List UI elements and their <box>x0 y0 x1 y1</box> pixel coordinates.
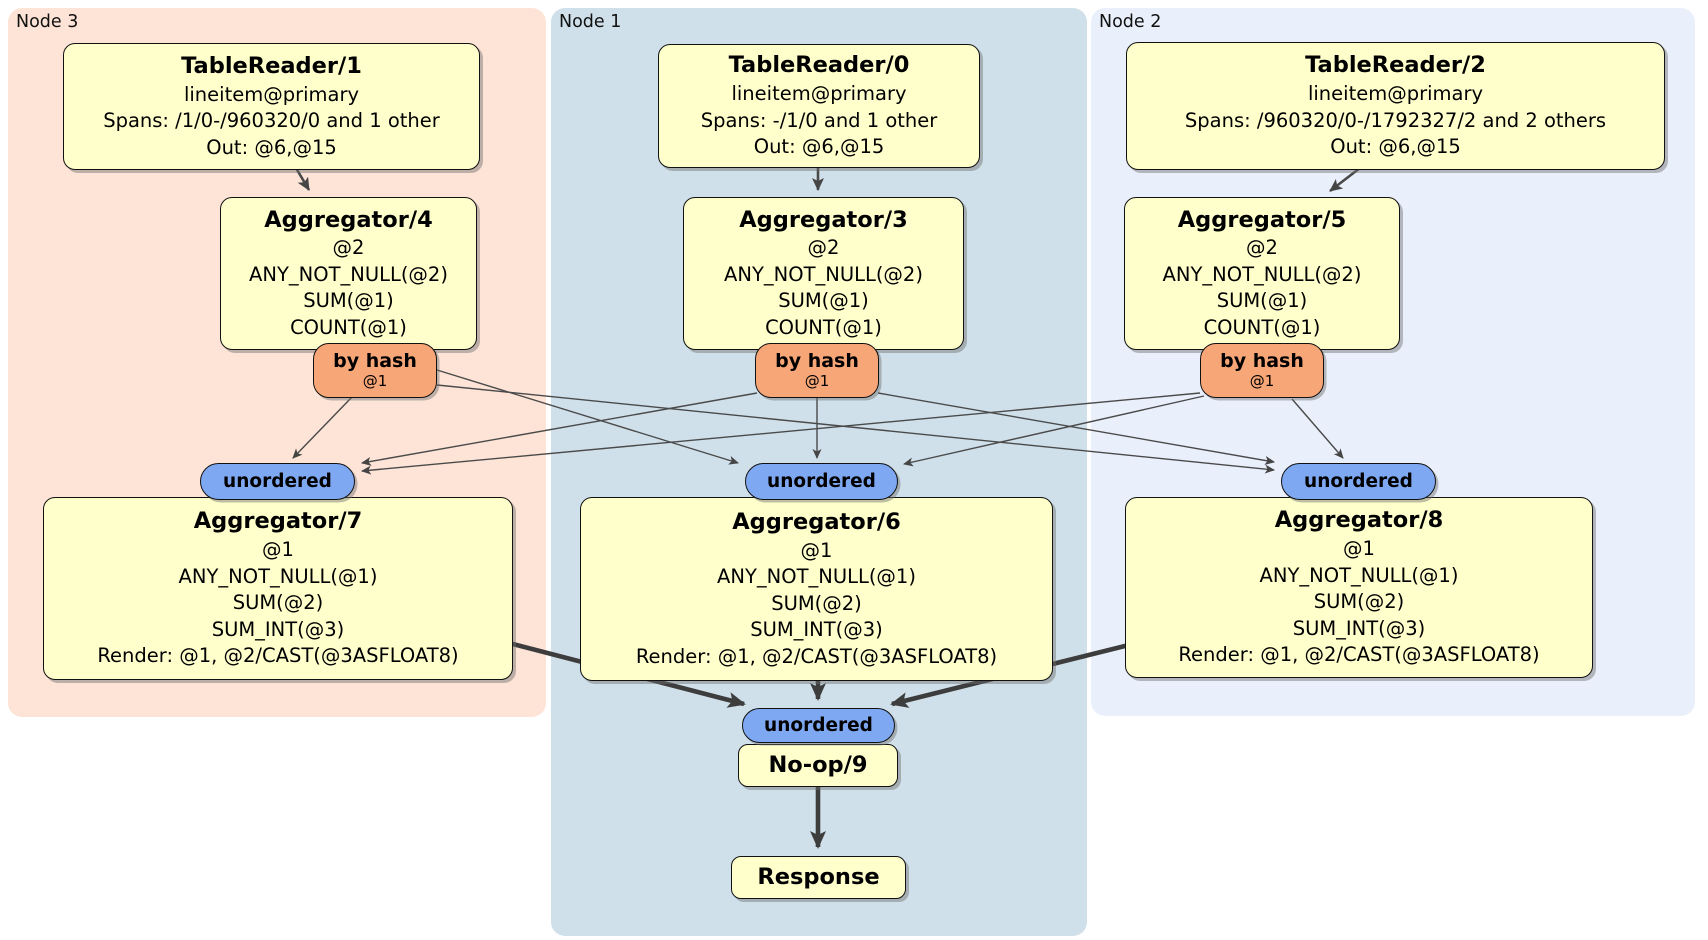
tablereader-0-box: TableReader/0 lineitem@primary Spans: -/… <box>658 44 980 168</box>
tablereader-1-box: TableReader/1 lineitem@primary Spans: /1… <box>63 43 480 170</box>
aggregator-7-group: @1 <box>262 538 294 562</box>
noop-box: No-op/9 <box>738 744 898 787</box>
aggregator-6-fn1: ANY_NOT_NULL(@1) <box>717 565 916 589</box>
aggregator-4-title: Aggregator/4 <box>264 206 433 233</box>
aggregator-3-fn2: SUM(@1) <box>778 289 869 313</box>
aggregator-7-box: Aggregator/7 @1 ANY_NOT_NULL(@1) SUM(@2)… <box>43 497 513 680</box>
aggregator-8-title: Aggregator/8 <box>1274 507 1444 534</box>
hash-router-node2: by hash @1 <box>1200 343 1324 398</box>
unordered-sync-node1: unordered <box>745 463 898 500</box>
aggregator-6-title: Aggregator/6 <box>732 508 901 535</box>
tablereader-0-out: Out: @6,@15 <box>753 135 885 159</box>
tablereader-2-index: lineitem@primary <box>1307 82 1484 106</box>
aggregator-7-fn1: ANY_NOT_NULL(@1) <box>178 564 378 588</box>
aggregator-5-fn2: SUM(@1) <box>1216 289 1308 313</box>
unordered-sync-node2: unordered <box>1281 463 1436 500</box>
aggregator-7-fn3: SUM_INT(@3) <box>211 617 345 641</box>
unordered-sync-node3: unordered <box>200 463 355 500</box>
node2-region-label: Node 2 <box>1099 12 1162 32</box>
aggregator-7-fn2: SUM(@2) <box>232 591 324 615</box>
aggregator-8-box: Aggregator/8 @1 ANY_NOT_NULL(@1) SUM(@2)… <box>1125 497 1593 678</box>
tablereader-0-spans: Spans: -/1/0 and 1 other <box>700 108 938 132</box>
aggregator-8-fn1: ANY_NOT_NULL(@1) <box>1259 563 1459 587</box>
unordered-sync-final: unordered <box>742 708 895 743</box>
aggregator-4-box: Aggregator/4 @2 ANY_NOT_NULL(@2) SUM(@1)… <box>220 197 477 350</box>
hash-router-node2-detail: @1 <box>1249 372 1275 391</box>
aggregator-6-fn3: SUM_INT(@3) <box>750 618 883 642</box>
tablereader-2-out: Out: @6,@15 <box>1330 135 1461 159</box>
tablereader-1-spans: Spans: /1/0-/960320/0 and 1 other <box>103 109 440 133</box>
noop-title: No-op/9 <box>768 751 868 778</box>
aggregator-5-title: Aggregator/5 <box>1177 206 1347 233</box>
aggregator-8-group: @1 <box>1343 537 1375 561</box>
aggregator-3-title: Aggregator/3 <box>739 206 908 233</box>
response-title: Response <box>757 863 880 890</box>
tablereader-1-title: TableReader/1 <box>181 52 362 79</box>
hash-router-node1-label: by hash <box>775 350 859 373</box>
hash-router-node3-detail: @1 <box>362 372 388 391</box>
tablereader-2-title: TableReader/2 <box>1305 52 1486 79</box>
aggregator-5-fn1: ANY_NOT_NULL(@2) <box>1162 262 1362 286</box>
tablereader-2-spans: Spans: /960320/0-/1792327/2 and 2 others <box>1184 108 1607 132</box>
node1-region-label: Node 1 <box>559 12 622 32</box>
aggregator-8-render: Render: @1, @2/CAST(@3ASFLOAT8) <box>1178 643 1540 667</box>
aggregator-6-fn2: SUM(@2) <box>771 591 862 615</box>
aggregator-3-group: @2 <box>807 236 840 260</box>
aggregator-3-fn3: COUNT(@1) <box>765 315 882 339</box>
aggregator-5-group: @2 <box>1246 236 1278 260</box>
aggregator-4-fn1: ANY_NOT_NULL(@2) <box>249 262 448 286</box>
aggregator-5-box: Aggregator/5 @2 ANY_NOT_NULL(@2) SUM(@1)… <box>1124 197 1400 350</box>
aggregator-5-fn3: COUNT(@1) <box>1203 315 1321 339</box>
aggregator-6-group: @1 <box>800 538 833 562</box>
aggregator-6-render: Render: @1, @2/CAST(@3ASFLOAT8) <box>635 644 998 668</box>
node3-region-label: Node 3 <box>16 12 79 32</box>
aggregator-3-box: Aggregator/3 @2 ANY_NOT_NULL(@2) SUM(@1)… <box>683 197 964 350</box>
tablereader-2-box: TableReader/2 lineitem@primary Spans: /9… <box>1126 42 1665 170</box>
hash-router-node1-detail: @1 <box>804 372 830 391</box>
hash-router-node3-label: by hash <box>333 350 417 373</box>
tablereader-0-title: TableReader/0 <box>728 52 910 79</box>
aggregator-7-title: Aggregator/7 <box>193 508 363 535</box>
aggregator-4-fn3: COUNT(@1) <box>290 315 407 339</box>
aggregator-4-fn2: SUM(@1) <box>303 289 394 313</box>
tablereader-1-index: lineitem@primary <box>183 82 360 106</box>
tablereader-1-out: Out: @6,@15 <box>206 135 337 159</box>
aggregator-7-render: Render: @1, @2/CAST(@3ASFLOAT8) <box>97 644 459 668</box>
response-box: Response <box>731 856 906 899</box>
hash-router-node1: by hash @1 <box>755 343 879 398</box>
aggregator-8-fn3: SUM_INT(@3) <box>1292 616 1426 640</box>
hash-router-node3: by hash @1 <box>313 343 437 398</box>
aggregator-3-fn1: ANY_NOT_NULL(@2) <box>724 262 923 286</box>
aggregator-4-group: @2 <box>332 236 365 260</box>
aggregator-6-box: Aggregator/6 @1 ANY_NOT_NULL(@1) SUM(@2)… <box>580 497 1053 681</box>
hash-router-node2-label: by hash <box>1220 350 1304 373</box>
aggregator-8-fn2: SUM(@2) <box>1313 590 1405 614</box>
tablereader-0-index: lineitem@primary <box>731 82 907 106</box>
